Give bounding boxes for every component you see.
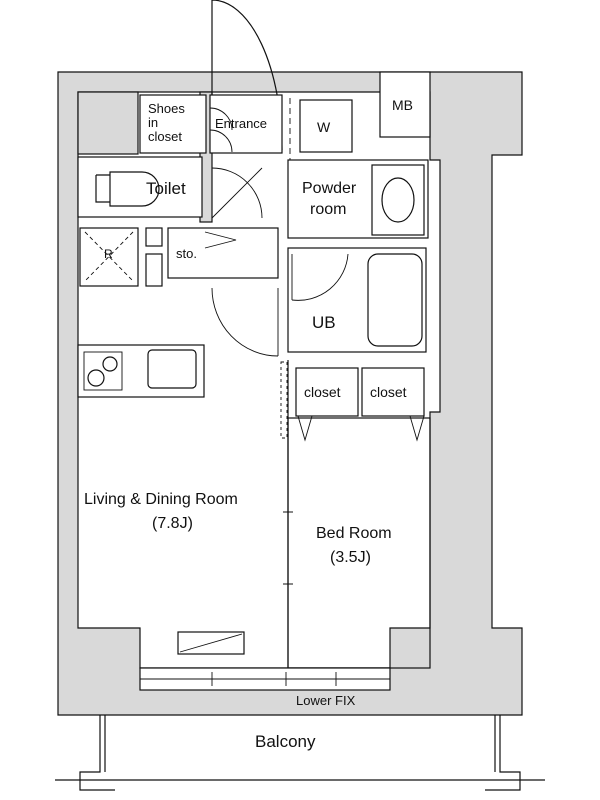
refrigerator-area [79, 227, 139, 287]
sink-counter [371, 164, 425, 236]
label-balcony: Balcony [255, 732, 316, 751]
label-unit-bath: UB [312, 313, 336, 332]
ldk-tick-marks [283, 511, 293, 585]
stove-outline [83, 351, 123, 391]
label-powder-line2: room [310, 201, 346, 218]
label-shoes-closet: Shoes in closet [148, 101, 189, 144]
label-shoes-line3: closet [148, 129, 182, 144]
ventilation-rail [280, 361, 288, 439]
small-cabinet-2 [145, 253, 163, 287]
ub-door-swing [291, 253, 349, 301]
sink-basin [381, 177, 415, 223]
label-shoes-line1: Shoes [148, 101, 185, 116]
label-entrance: Entrance [215, 116, 267, 131]
label-storage: sto. [176, 246, 197, 261]
shoe-door-swing [209, 107, 233, 153]
label-bedroom: Bed Room [316, 525, 392, 542]
entrance-box [209, 94, 283, 154]
label-living: Living & Dining Room [84, 491, 238, 508]
shoes-closet [139, 94, 207, 154]
label-toilet: Toilet [146, 179, 186, 198]
floor-vent-diagonal [179, 633, 243, 653]
label-meter-box: MB [392, 97, 413, 113]
storage-door [204, 231, 237, 249]
kitchen-sink [147, 349, 197, 389]
label-living-size: (7.8J) [152, 515, 193, 532]
label-powder-line1: Powder [302, 180, 357, 197]
washer-box [299, 99, 353, 153]
kitchen-counter [77, 344, 205, 398]
unit-bath [287, 247, 427, 353]
stove-burner-2 [102, 356, 118, 372]
label-bedroom-size: (3.5J) [330, 549, 371, 566]
label-shoes-line2: in [148, 115, 158, 130]
toilet-fixture [95, 171, 160, 207]
label-washer: W [317, 119, 331, 135]
closet-1-box [295, 367, 359, 417]
balcony-rail-right [485, 715, 521, 791]
hall-door-swing [211, 287, 279, 357]
closet-2-box [361, 367, 425, 417]
toilet-door-swing [211, 167, 263, 219]
floor-vent [177, 631, 245, 655]
stove-burner-1 [87, 369, 105, 387]
small-cabinet-1 [145, 227, 163, 247]
meter-box [379, 71, 431, 138]
balcony-rail-left [79, 715, 115, 791]
window-sash-ticks [211, 672, 337, 686]
label-closet-2: closet [370, 384, 407, 400]
label-powder-room: Powder room [302, 180, 361, 218]
bathtub [367, 253, 423, 347]
label-closet-1: closet [304, 384, 341, 400]
closet-doors [297, 415, 425, 442]
label-lower-fix: Lower FIX [296, 693, 356, 708]
wall-shoe-area [77, 91, 139, 155]
label-refrigerator: R [104, 247, 113, 261]
toilet-room [77, 156, 203, 218]
refrigerator-cross [84, 231, 134, 282]
